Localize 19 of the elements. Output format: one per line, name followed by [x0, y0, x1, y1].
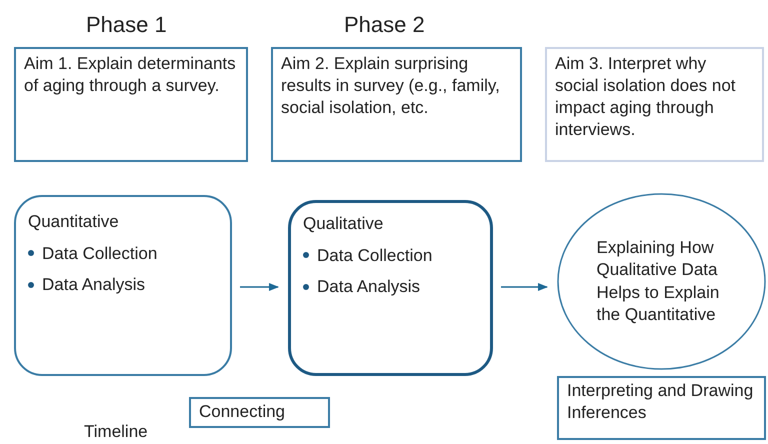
arrow	[240, 283, 279, 291]
stage-box: Connecting	[189, 397, 330, 428]
bullet-text: Data Analysis	[317, 276, 420, 298]
bullet-text: Data Analysis	[42, 274, 145, 296]
phase-heading: Phase 2	[344, 11, 425, 39]
timeline-label: Timeline	[84, 421, 148, 443]
method-heading: Qualitative	[303, 213, 384, 235]
bullet-text: Data Collection	[42, 242, 158, 264]
method-heading: Quantitative	[28, 211, 120, 233]
aim-box: Aim 1. Explain determinants of aging through a survey.	[14, 47, 248, 162]
bullet-text: Data Collection	[317, 244, 432, 266]
aim-box: Aim 2. Explain surprising results in survey (e.g., family, social isolation, etc.	[271, 47, 522, 162]
method-box	[14, 195, 232, 376]
stage-box: Interpreting and Drawing Inferences	[557, 376, 766, 440]
phase-heading: Phase 1	[86, 11, 167, 39]
ellipse-text: Explaining How Qualitative Data Helps to Explain the Quantitative	[596, 237, 720, 326]
arrow	[501, 283, 548, 291]
method-box	[288, 200, 493, 376]
aim-box: Aim 3. Interpret why social isolation does not impact aging through interviews.	[545, 47, 764, 162]
